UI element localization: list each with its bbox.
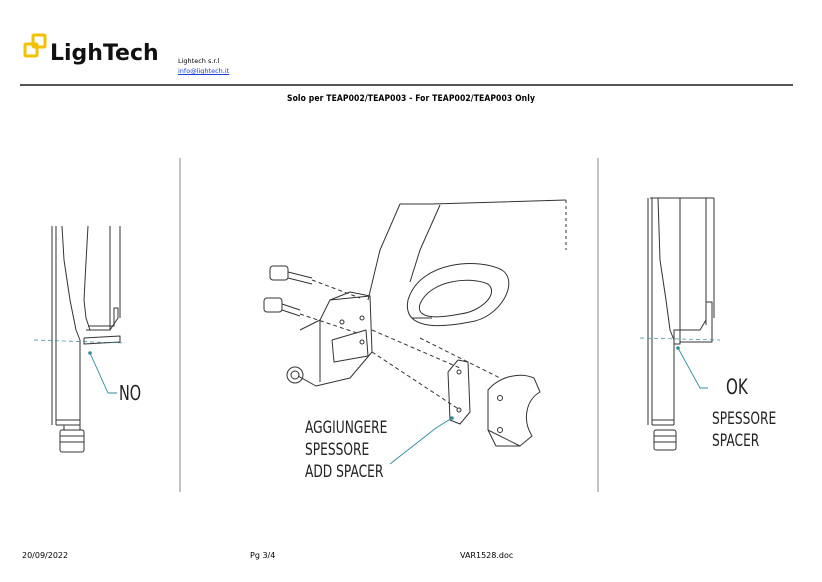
- email-link[interactable]: info@lightech.it: [178, 67, 230, 75]
- company-info: Lightech s.r.l info@lightech.it: [178, 56, 229, 76]
- label-add-spacer-en: ADD SPACER: [305, 462, 384, 482]
- label-add-spacer-it-2: SPESSORE: [305, 440, 370, 460]
- company-name: Lightech s.r.l: [178, 57, 220, 65]
- logo-wordmark: LighTech: [50, 41, 159, 66]
- center-exploded-view: [263, 199, 567, 465]
- lightech-logo: LighTech: [22, 30, 172, 68]
- bolt-lower: [263, 297, 361, 335]
- spacer-plate: [447, 359, 471, 425]
- label-ok: OK: [726, 375, 748, 399]
- bracket: [286, 291, 373, 387]
- bolt-upper: [269, 265, 361, 299]
- footer-page-number: Pg 3/4: [250, 551, 276, 560]
- label-spacer-en: SPACER: [712, 431, 760, 451]
- slider-block: [487, 374, 541, 447]
- label-no: NO: [119, 381, 142, 405]
- label-spacer-it: SPESSORE: [712, 409, 777, 429]
- footer-date: 20/09/2022: [22, 551, 69, 560]
- footer-filename: VAR1528.doc: [460, 551, 514, 560]
- page-title: Solo per TEAP002/TEAP003 - For TEAP002/T…: [286, 94, 536, 104]
- left-view-no-spacer: [33, 225, 126, 453]
- label-add-spacer-it-1: AGGIUNGERE: [305, 418, 388, 438]
- right-view-with-spacer: [639, 197, 721, 451]
- header-rule: [20, 84, 793, 86]
